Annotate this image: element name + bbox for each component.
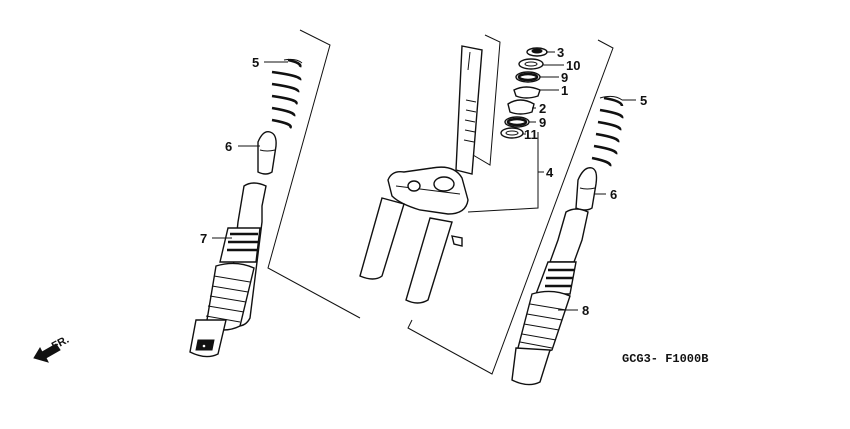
drawing-code: GCG3- F1000B — [622, 352, 708, 366]
label-bearing-upper-race: 10 — [566, 58, 580, 73]
label-damper-left: 7 — [200, 231, 207, 246]
direction-label: FR. — [50, 334, 71, 353]
spring-right — [591, 95, 624, 167]
label-cap-right: 6 — [610, 187, 617, 202]
spring-left — [271, 58, 303, 129]
label-race-top: 3 — [557, 45, 564, 60]
cap-right — [575, 167, 598, 211]
label-bearing-upper: 9 — [561, 70, 568, 85]
damper-left — [189, 182, 267, 358]
label-fork-assembly: 4 — [546, 165, 554, 180]
front-direction-arrow — [33, 343, 61, 363]
label-race-bottom: 11 — [524, 127, 538, 142]
bearing-stack — [500, 47, 548, 139]
part-labels: 5 6 7 5 6 8 3 10 9 1 2 9 11 4 FR. GCG3- … — [50, 45, 709, 366]
label-cone-lower: 2 — [539, 101, 546, 116]
label-spring-right: 5 — [640, 93, 647, 108]
fork-assembly — [359, 45, 483, 304]
label-cone-upper: 1 — [561, 83, 568, 98]
leader-lines — [212, 51, 636, 311]
label-bearing-lower: 9 — [539, 115, 546, 130]
label-spring-left: 5 — [252, 55, 259, 70]
cap-left — [257, 131, 277, 175]
guide-lines — [267, 29, 614, 375]
label-cap-left: 6 — [225, 139, 232, 154]
damper-right — [511, 208, 589, 386]
label-damper-right: 8 — [582, 303, 589, 318]
